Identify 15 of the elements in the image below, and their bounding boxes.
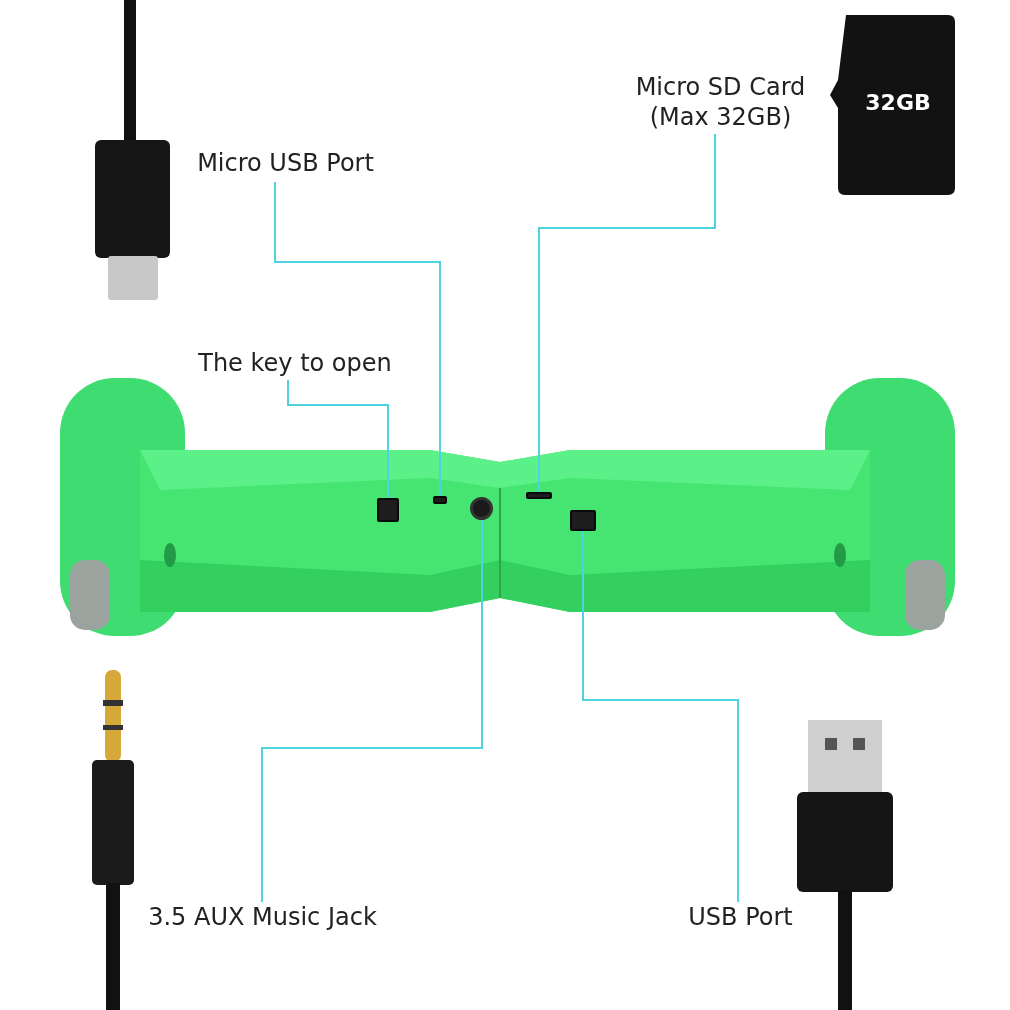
leader-line — [538, 133, 716, 493]
card-print: 32GB — [864, 90, 932, 116]
port — [526, 492, 552, 499]
leader-line — [287, 379, 389, 499]
callout-label: Micro SD Card (Max 32GB) — [628, 72, 813, 134]
callout-label: 3.5 AUX Music Jack — [140, 902, 385, 934]
port — [377, 498, 399, 522]
callout-label: USB Port — [683, 902, 798, 934]
callout-label: Micro USB Port — [193, 148, 378, 182]
port — [433, 496, 447, 504]
callout-label: The key to open — [193, 348, 397, 380]
leader-line — [261, 519, 483, 903]
leader-line — [582, 530, 739, 903]
leader-line — [274, 181, 441, 497]
port — [570, 510, 596, 531]
